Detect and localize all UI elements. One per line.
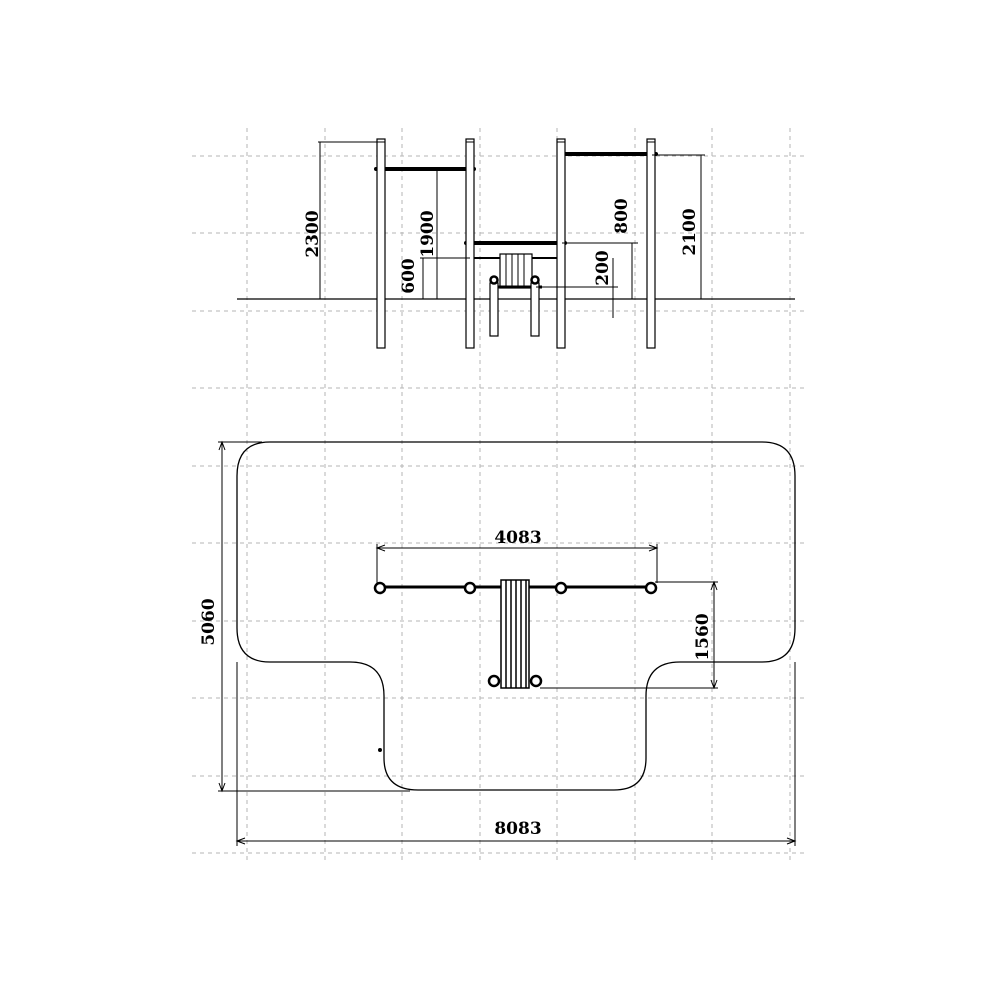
dim-label-600: 600 (399, 258, 419, 294)
plan-post-3 (554, 581, 568, 595)
elevation-view: 2300 1900 600 800 200 2100 (237, 138, 795, 349)
grid (192, 128, 808, 862)
plan-post-1 (373, 581, 387, 595)
plan-view: 4083 1560 5060 8083 (199, 440, 797, 846)
dim-2100: 2100 (652, 154, 705, 299)
dim-200: 200 (536, 250, 618, 318)
post-2 (465, 138, 475, 349)
bench-elevation (489, 253, 542, 337)
dim-label-2100: 2100 (680, 208, 700, 255)
dim-label-8083: 8083 (494, 819, 541, 839)
plan-post-4 (644, 581, 658, 595)
dim-1900: 1900 (418, 169, 438, 299)
safety-zone-outline (236, 441, 796, 791)
dim-800: 800 (562, 198, 638, 299)
dim-label-1560: 1560 (693, 613, 713, 660)
dim-label-5060: 5060 (199, 598, 219, 645)
post-4 (646, 138, 656, 349)
dim-label-200: 200 (593, 250, 613, 286)
dim-label-1900: 1900 (418, 210, 438, 257)
bench-plan (487, 579, 543, 689)
dim-2300: 2300 (303, 141, 380, 299)
plan-post-2 (463, 581, 477, 595)
dim-600: 600 (399, 257, 470, 299)
dim-8083: 8083 (235, 662, 797, 846)
dim-label-800: 800 (612, 198, 632, 234)
dim-label-4083: 4083 (494, 528, 541, 548)
dim-4083: 4083 (375, 528, 659, 583)
dim-label-2300: 2300 (303, 210, 323, 257)
post-1 (376, 138, 386, 349)
marker-dot (378, 748, 382, 752)
dim-1560: 1560 (540, 580, 718, 690)
dim-5060: 5060 (199, 440, 410, 793)
